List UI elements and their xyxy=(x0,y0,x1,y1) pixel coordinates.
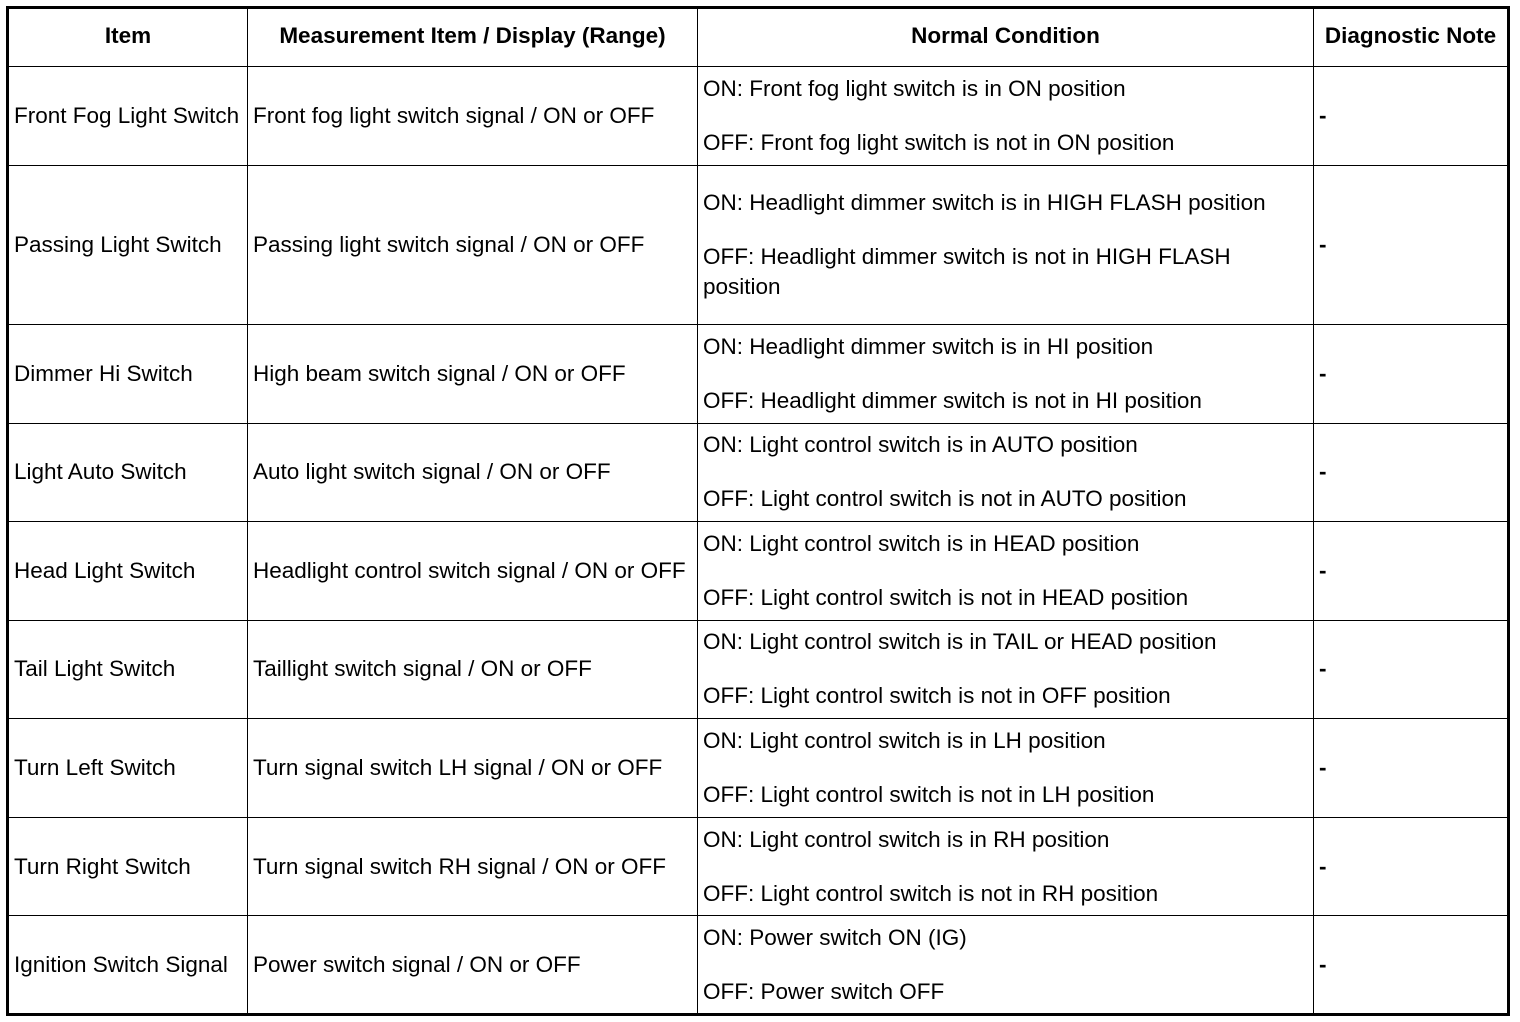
table-row: Tail Light Switch Taillight switch signa… xyxy=(7,619,1509,720)
diagnostic-note-cell: - xyxy=(1313,619,1509,720)
measurement-cell: Taillight switch signal / ON or OFF xyxy=(247,619,698,720)
normal-condition-cell: ON: Front fog light switch is in ON posi… xyxy=(697,66,1314,166)
table-row: Ignition Switch Signal Power switch sign… xyxy=(7,915,1509,1015)
normal-condition-cell: ON: Light control switch is in RH positi… xyxy=(697,816,1314,917)
condition-off: OFF: Front fog light switch is not in ON… xyxy=(703,129,1175,155)
header-diagnostic-note: Diagnostic Note xyxy=(1313,7,1509,67)
item-cell: Ignition Switch Signal xyxy=(7,915,248,1015)
table-row: Turn Left Switch Turn signal switch LH s… xyxy=(7,718,1509,818)
measurement-cell: Turn signal switch LH signal / ON or OFF xyxy=(247,718,698,818)
item-cell: Dimmer Hi Switch xyxy=(7,324,248,424)
condition-on: ON: Light control switch is in TAIL or H… xyxy=(703,629,1217,655)
measurement-cell: Power switch signal / ON or OFF xyxy=(247,915,698,1015)
header-measurement: Measurement Item / Display (Range) xyxy=(247,7,698,67)
item-cell: Passing Light Switch xyxy=(7,164,248,326)
condition-on: ON: Light control switch is in HEAD posi… xyxy=(703,530,1140,556)
condition-off: OFF: Headlight dimmer switch is not in H… xyxy=(703,243,1231,299)
measurement-cell: Front fog light switch signal / ON or OF… xyxy=(247,66,698,166)
normal-condition-cell: ON: Light control switch is in HEAD posi… xyxy=(697,521,1314,621)
normal-condition-cell: ON: Light control switch is in TAIL or H… xyxy=(697,619,1314,720)
table-row: Dimmer Hi Switch High beam switch signal… xyxy=(7,324,1509,424)
item-cell: Front Fog Light Switch xyxy=(7,66,248,166)
normal-condition-cell: ON: Light control switch is in LH positi… xyxy=(697,718,1314,818)
diagnostic-note-cell: - xyxy=(1313,164,1509,326)
normal-condition-cell: ON: Headlight dimmer switch is in HI pos… xyxy=(697,324,1314,424)
condition-on: ON: Light control switch is in RH positi… xyxy=(703,826,1110,852)
table-row: Front Fog Light Switch Front fog light s… xyxy=(7,66,1509,166)
table-row: Turn Right Switch Turn signal switch RH … xyxy=(7,816,1509,917)
measurement-cell: Passing light switch signal / ON or OFF xyxy=(247,164,698,326)
condition-on: ON: Light control switch is in AUTO posi… xyxy=(703,432,1138,458)
table-row: Passing Light Switch Passing light switc… xyxy=(7,164,1509,326)
diagnostic-note-cell: - xyxy=(1313,718,1509,818)
diagnostic-data-table: Item Measurement Item / Display (Range) … xyxy=(6,6,1510,1016)
diagnostic-note-cell: - xyxy=(1313,816,1509,917)
item-cell: Light Auto Switch xyxy=(7,422,248,523)
header-normal-condition: Normal Condition xyxy=(697,7,1314,67)
condition-off: OFF: Light control switch is not in LH p… xyxy=(703,782,1155,808)
normal-condition-cell: ON: Light control switch is in AUTO posi… xyxy=(697,422,1314,523)
item-cell: Tail Light Switch xyxy=(7,619,248,720)
diagnostic-note-cell: - xyxy=(1313,324,1509,424)
normal-condition-cell: ON: Headlight dimmer switch is in HIGH F… xyxy=(697,164,1314,326)
diagnostic-note-cell: - xyxy=(1313,521,1509,621)
header-item: Item xyxy=(7,7,248,67)
condition-on: ON: Front fog light switch is in ON posi… xyxy=(703,75,1126,101)
normal-condition-cell: ON: Power switch ON (IG) OFF: Power swit… xyxy=(697,915,1314,1015)
diagnostic-note-cell: - xyxy=(1313,422,1509,523)
condition-off: OFF: Light control switch is not in HEAD… xyxy=(703,584,1189,610)
condition-on: ON: Power switch ON (IG) xyxy=(703,924,967,950)
item-cell: Turn Left Switch xyxy=(7,718,248,818)
condition-off: OFF: Light control switch is not in AUTO… xyxy=(703,486,1187,512)
table-row: Head Light Switch Headlight control swit… xyxy=(7,521,1509,621)
diagnostic-note-cell: - xyxy=(1313,915,1509,1015)
measurement-cell: Headlight control switch signal / ON or … xyxy=(247,521,698,621)
diagnostic-note-cell: - xyxy=(1313,66,1509,166)
condition-off: OFF: Headlight dimmer switch is not in H… xyxy=(703,387,1202,413)
item-cell: Head Light Switch xyxy=(7,521,248,621)
condition-off: OFF: Light control switch is not in OFF … xyxy=(703,683,1171,709)
measurement-cell: Auto light switch signal / ON or OFF xyxy=(247,422,698,523)
measurement-cell: High beam switch signal / ON or OFF xyxy=(247,324,698,424)
table-header-row: Item Measurement Item / Display (Range) … xyxy=(7,7,1509,67)
condition-off: OFF: Power switch OFF xyxy=(703,978,945,1004)
measurement-cell: Turn signal switch RH signal / ON or OFF xyxy=(247,816,698,917)
table-row: Light Auto Switch Auto light switch sign… xyxy=(7,422,1509,523)
condition-off: OFF: Light control switch is not in RH p… xyxy=(703,880,1159,906)
item-cell: Turn Right Switch xyxy=(7,816,248,917)
condition-on: ON: Light control switch is in LH positi… xyxy=(703,728,1106,754)
condition-on: ON: Headlight dimmer switch is in HI pos… xyxy=(703,333,1154,359)
condition-on: ON: Headlight dimmer switch is in HIGH F… xyxy=(703,189,1266,215)
